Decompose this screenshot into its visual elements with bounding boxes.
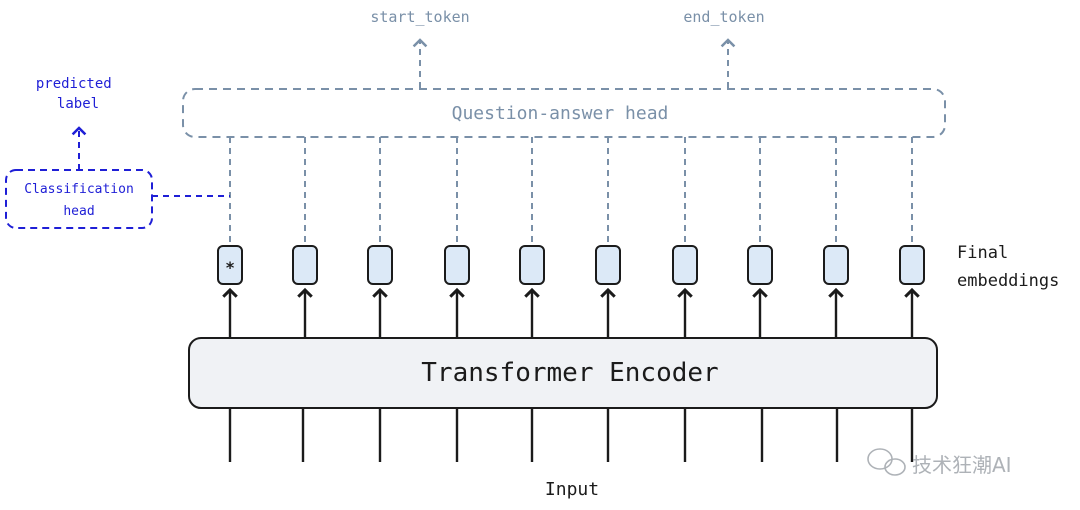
classification-head-line: head — [63, 204, 94, 219]
qa-head-label: Question-answer head — [452, 103, 669, 124]
classification-head-label: Classification head — [24, 182, 134, 219]
classification-head-line: Classification — [24, 182, 134, 197]
label-second-line: label — [57, 96, 99, 112]
final-embeddings-line: Final — [957, 243, 1008, 263]
cls-marker: * — [226, 258, 235, 277]
predicted-label-line: predicted — [36, 76, 112, 92]
classification-head-box — [5, 169, 153, 229]
embedding-token — [672, 245, 698, 285]
end-token-label: end_token — [683, 8, 764, 26]
embedding-token — [595, 245, 621, 285]
final-embeddings: * — [217, 245, 925, 285]
embedding-token — [823, 245, 849, 285]
transformer-encoder-box — [188, 337, 938, 409]
embedding-token — [367, 245, 393, 285]
embedding-token — [444, 245, 470, 285]
qa-connectors — [229, 137, 913, 245]
watermark-text: 技术狂潮AI — [912, 453, 1012, 477]
chat-bubble-icon — [867, 448, 906, 476]
start-token-label: start_token — [370, 8, 469, 26]
encoder-output-arrows — [222, 287, 920, 338]
embedding-token — [899, 245, 925, 285]
watermark: 技术狂潮AI — [867, 448, 1012, 477]
label-second-line: embeddings — [957, 271, 1059, 291]
qa-head-box — [182, 88, 946, 138]
embedding-token — [519, 245, 545, 285]
embedding-token-cls — [217, 245, 243, 285]
input-label: Input — [545, 479, 599, 500]
predicted-label-text: predicted label — [36, 76, 120, 112]
transformer-encoder-label: Transformer Encoder — [421, 358, 718, 388]
embedding-token — [747, 245, 773, 285]
embedding-token — [292, 245, 318, 285]
final-embeddings-label: Final embeddings — [957, 243, 1059, 291]
input-lines — [228, 408, 914, 462]
